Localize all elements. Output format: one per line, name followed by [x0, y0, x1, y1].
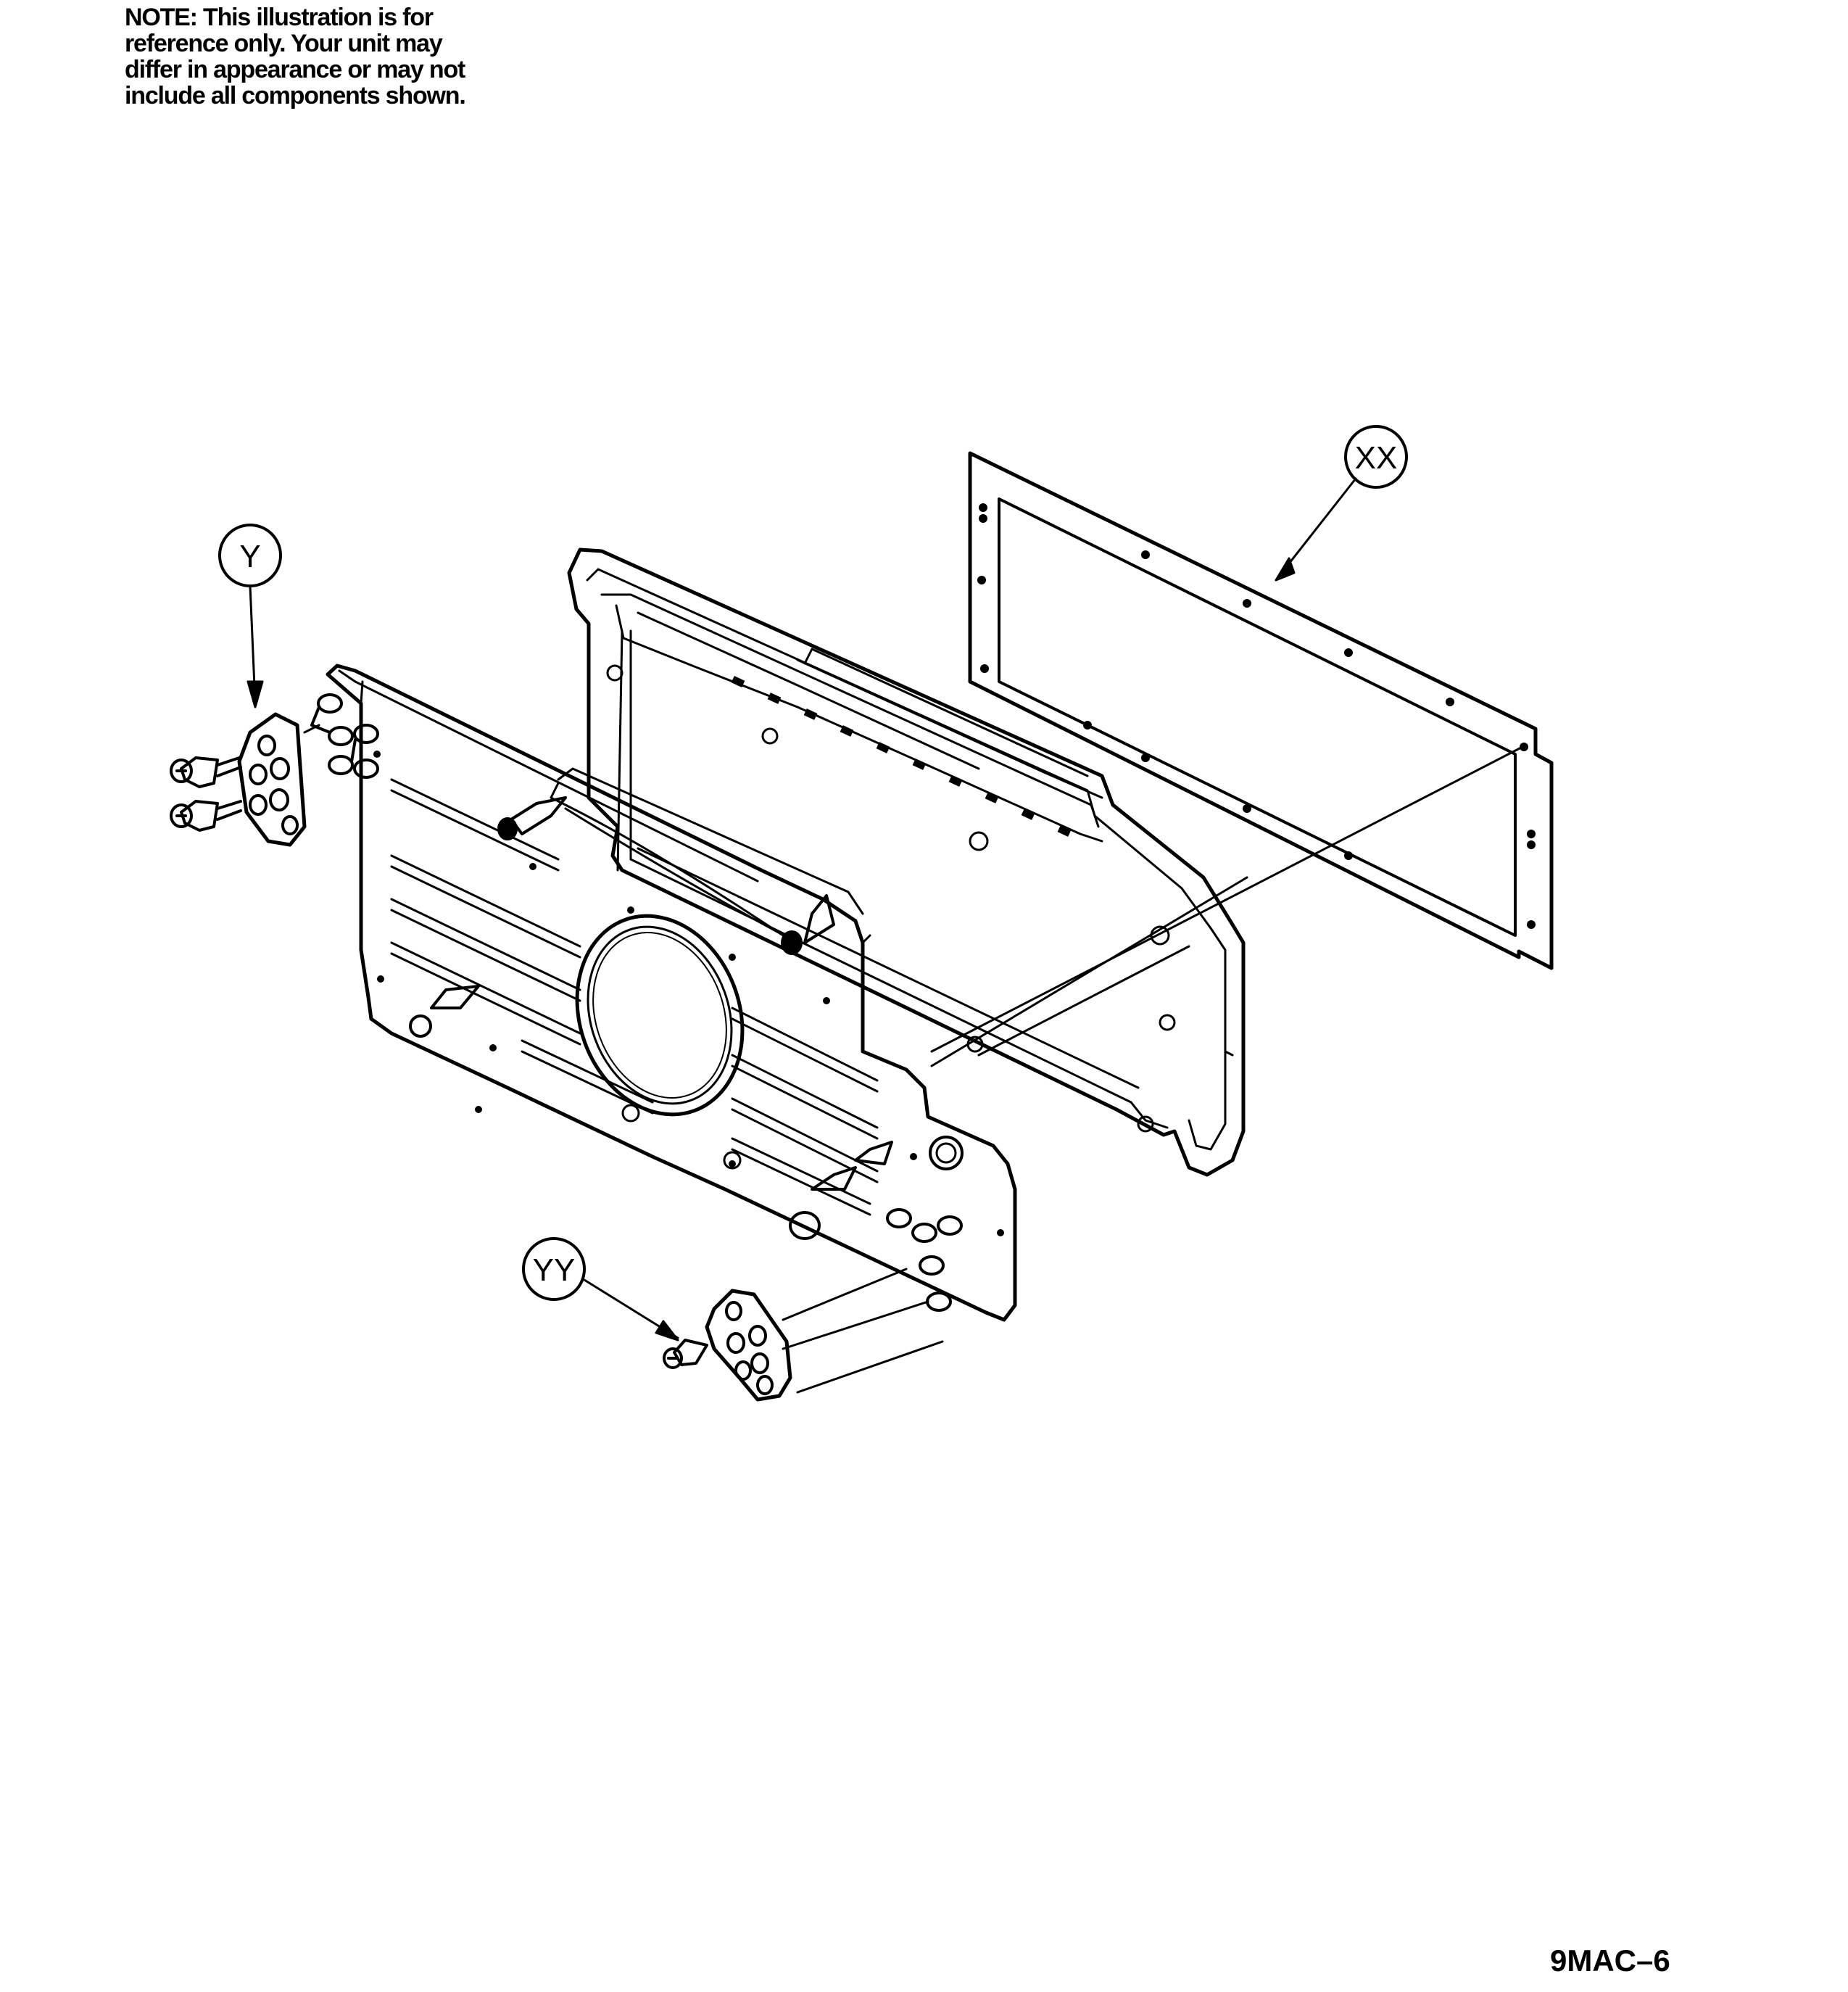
gasket	[968, 451, 1554, 970]
note-line-2: reference only. Your unit may	[125, 30, 443, 57]
alignment-lines	[303, 724, 1524, 1394]
note-line-3: differ in appearance or may not	[125, 56, 465, 83]
upper-tube-stubs	[310, 693, 379, 779]
callout-yy-label: YY	[533, 1252, 576, 1288]
upper-screws	[170, 756, 242, 832]
callout-xx-label: XX	[1355, 440, 1398, 476]
lower-screw	[663, 1339, 708, 1369]
pressure-tube-fittings	[409, 796, 893, 1240]
frame-slots	[731, 676, 1072, 837]
front-plate	[310, 664, 1017, 1322]
callout-xx: XX	[1275, 425, 1408, 582]
callout-y: Y	[218, 524, 282, 708]
plate-holes	[373, 751, 1004, 1236]
note-line-1: NOTE: This illustration is for	[125, 4, 434, 31]
callout-yy: YY	[522, 1237, 679, 1342]
gasket-holes	[977, 503, 1536, 929]
upper-collector-plate	[170, 712, 307, 847]
callout-y-label: Y	[239, 539, 260, 574]
reference-note: NOTE: This illustration is for reference…	[125, 4, 531, 109]
cover-frame	[567, 547, 1246, 1177]
figure-code: 9MAC–6	[1550, 1943, 1670, 1977]
note-line-4: include all components shown.	[125, 82, 466, 109]
lower-collector-plate	[663, 1289, 792, 1402]
